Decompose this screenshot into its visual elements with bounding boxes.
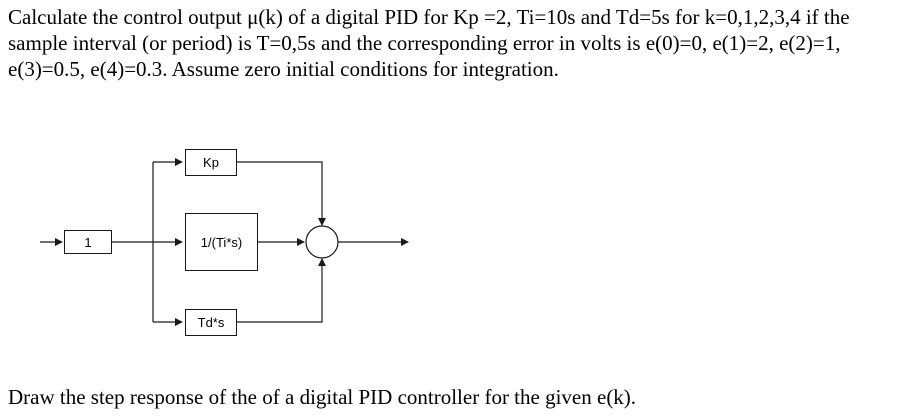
summing-junction [305,225,339,259]
kp-to-sum-line [237,161,326,226]
proportional-label: Kp [203,155,219,170]
footer-instruction: Draw the step response of the of a digit… [8,385,637,409]
derivative-block: Td*s [185,309,237,336]
problem-statement: Calculate the control output μ(k) of a d… [8,4,903,82]
input-gain-block: 1 [64,230,112,254]
proportional-block: Kp [185,149,237,176]
problem-line-2: sample interval (or period) is T=0,5s an… [8,31,841,55]
problem-line-3: e(3)=0.5, e(4)=0.3. Assume zero initial … [8,57,559,81]
derivative-label: Td*s [197,315,225,330]
derivative-to-sum-line [237,258,326,323]
integral-label: 1/(Ti*s) [200,234,243,250]
problem-line-1: Calculate the control output μ(k) of a d… [8,5,850,29]
input-gain-label: 1 [84,234,92,250]
integral-block: 1/(Ti*s) [185,213,258,271]
